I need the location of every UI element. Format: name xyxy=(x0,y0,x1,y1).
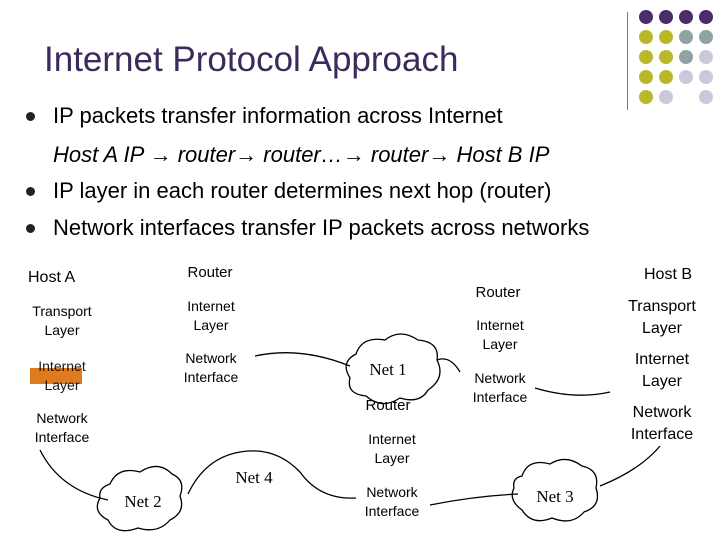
host-b-internet-layer: Internet Layer xyxy=(634,351,690,390)
net2-label: Net 2 xyxy=(124,492,162,511)
decorative-dot xyxy=(679,10,693,24)
decorative-dot xyxy=(639,90,653,104)
decorative-dot xyxy=(699,70,713,84)
host-a-title: Host A xyxy=(28,269,76,286)
net2-cloud xyxy=(96,465,183,532)
decorative-dot xyxy=(699,30,713,44)
router-bottom-title: Router xyxy=(365,397,411,414)
decorative-dot xyxy=(659,50,673,64)
decorative-dot xyxy=(679,50,693,64)
decorative-dot xyxy=(699,10,713,24)
decorative-dot xyxy=(699,90,713,104)
host-a-internet-layer: Internet Layer xyxy=(38,358,86,393)
net1-label: Net 1 xyxy=(369,360,407,379)
net1-cloud xyxy=(345,333,441,405)
decorative-dot xyxy=(639,70,653,84)
decorative-dot xyxy=(659,70,673,84)
decorative-dot xyxy=(639,50,653,64)
host-b-network-interface: Network Interface xyxy=(630,404,694,443)
bullet-text: IP packets transfer information across I… xyxy=(53,103,503,128)
decorative-dot xyxy=(679,30,693,44)
router-right-network-interface: Network Interface xyxy=(472,370,528,405)
decorative-dot xyxy=(659,10,673,24)
router-bottom-internet-layer: Internet Layer xyxy=(368,431,416,466)
decorative-dot xyxy=(639,10,653,24)
host-b-transport-layer: Transport Layer xyxy=(628,298,696,337)
divider-line xyxy=(627,12,628,110)
net3-label: Net 3 xyxy=(536,487,574,506)
link-net1-routerright xyxy=(436,358,461,373)
net4-arc xyxy=(187,450,301,495)
decorative-dot xyxy=(639,30,653,44)
link-routerbottom-net3 xyxy=(429,493,519,506)
host-a-transport-layer: Transport Layer xyxy=(32,303,92,338)
decorative-dot xyxy=(659,30,673,44)
bullet-icon xyxy=(26,112,35,121)
router-left-network-interface: Network Interface xyxy=(183,350,239,385)
decorative-dot xyxy=(679,70,693,84)
link-routerright-hostb xyxy=(534,387,611,396)
net4-label: Net 4 xyxy=(235,468,273,487)
bullet-path-text: Host A IP → router→ router…→ router→ Hos… xyxy=(53,142,550,167)
router-right-internet-layer: Internet Layer xyxy=(476,317,524,352)
link-hosta-net2 xyxy=(39,449,109,501)
decorative-dot xyxy=(699,50,713,64)
link-net3-hostb xyxy=(599,445,661,487)
bullet-text: IP layer in each router determines next … xyxy=(53,178,552,203)
bullet-text: Network interfaces transfer IP packets a… xyxy=(53,215,590,240)
router-left-title: Router xyxy=(187,264,233,281)
decorative-dot xyxy=(659,90,673,104)
router-left-internet-layer: Internet Layer xyxy=(187,298,235,333)
link-routerleft-net1 xyxy=(254,352,351,367)
page-title: Internet Protocol Approach xyxy=(44,40,459,79)
host-a-network-interface: Network Interface xyxy=(34,410,90,445)
bullet-icon xyxy=(26,187,35,196)
host-a-highlight-box xyxy=(30,368,82,384)
router-bottom-network-interface: Network Interface xyxy=(364,484,420,519)
bullet-icon xyxy=(26,224,35,233)
link-net4-routerbottom xyxy=(299,471,357,499)
router-right-title: Router xyxy=(475,284,521,301)
host-b-title: Host B xyxy=(643,266,692,283)
